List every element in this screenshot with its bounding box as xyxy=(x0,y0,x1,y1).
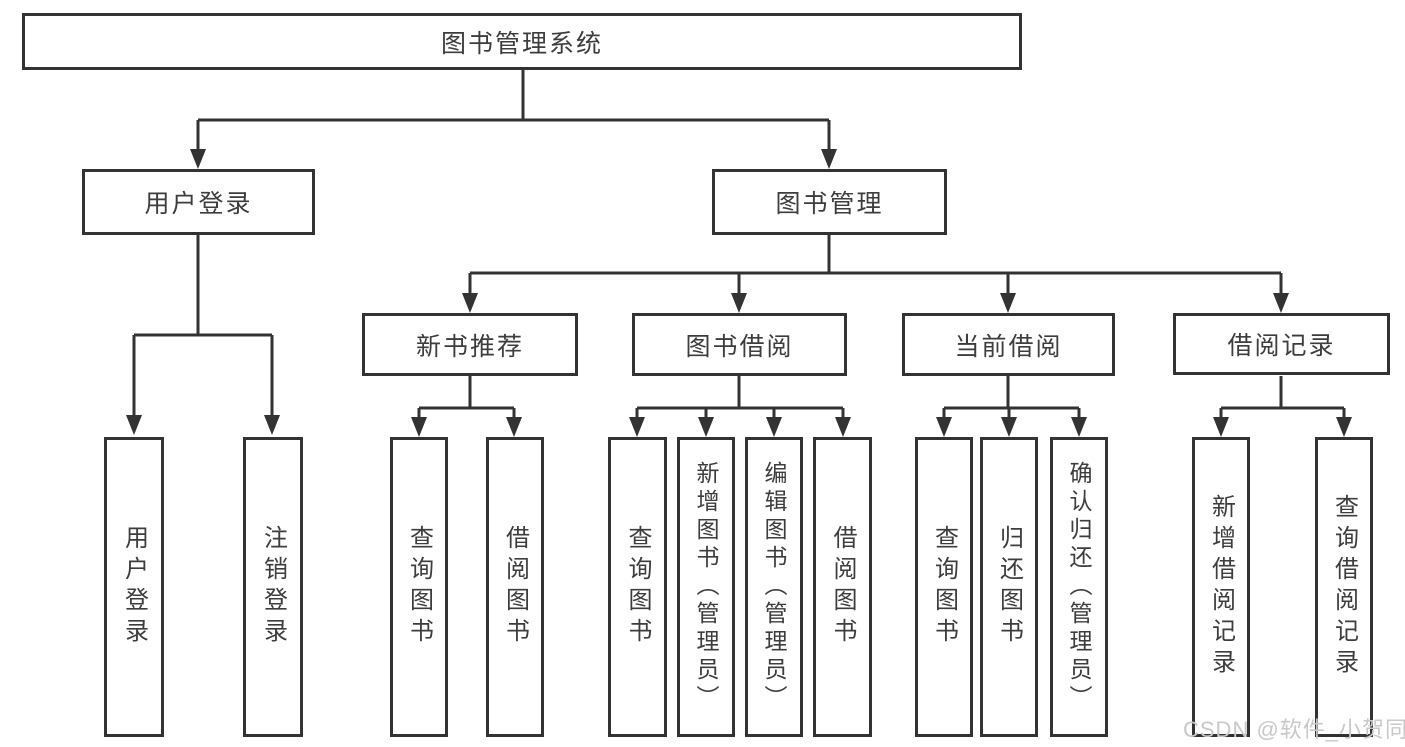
leaf-logout: 注销登录 xyxy=(243,437,303,737)
leaf-return-books: 归还图书 xyxy=(980,437,1038,737)
node-book-management: 图书管理 xyxy=(712,169,947,235)
leaf-query-borrow-record: 查询借阅记录 xyxy=(1315,437,1373,737)
node-current-borrowing: 当前借阅 xyxy=(902,313,1115,376)
node-user-login: 用户登录 xyxy=(82,169,315,235)
node-new-book-recommendation: 新书推荐 xyxy=(362,313,578,376)
leaf-edit-books-admin: 编辑图书（管理员） xyxy=(745,437,803,737)
node-library-management-system: 图书管理系统 xyxy=(22,13,1022,70)
leaf-add-borrow-record: 新增借阅记录 xyxy=(1192,437,1250,737)
leaf-add-books-admin: 新增图书（管理员） xyxy=(677,437,735,737)
csdn-watermark: CSDN @软件_小贺同学 xyxy=(1183,717,1405,742)
node-book-borrowing: 图书借阅 xyxy=(632,313,847,376)
leaf-user-login: 用户登录 xyxy=(104,437,164,737)
leaf-query-books-newbook: 查询图书 xyxy=(390,437,448,737)
leaf-query-books-borrowing: 查询图书 xyxy=(608,437,667,737)
leaf-borrow-books-newbook: 借阅图书 xyxy=(486,437,544,737)
leaf-confirm-return-admin: 确认归还（管理员） xyxy=(1050,437,1108,737)
leaf-borrow-books-borrowing: 借阅图书 xyxy=(813,437,872,737)
leaf-query-books-current: 查询图书 xyxy=(915,437,973,737)
node-borrowing-records: 借阅记录 xyxy=(1173,313,1390,375)
